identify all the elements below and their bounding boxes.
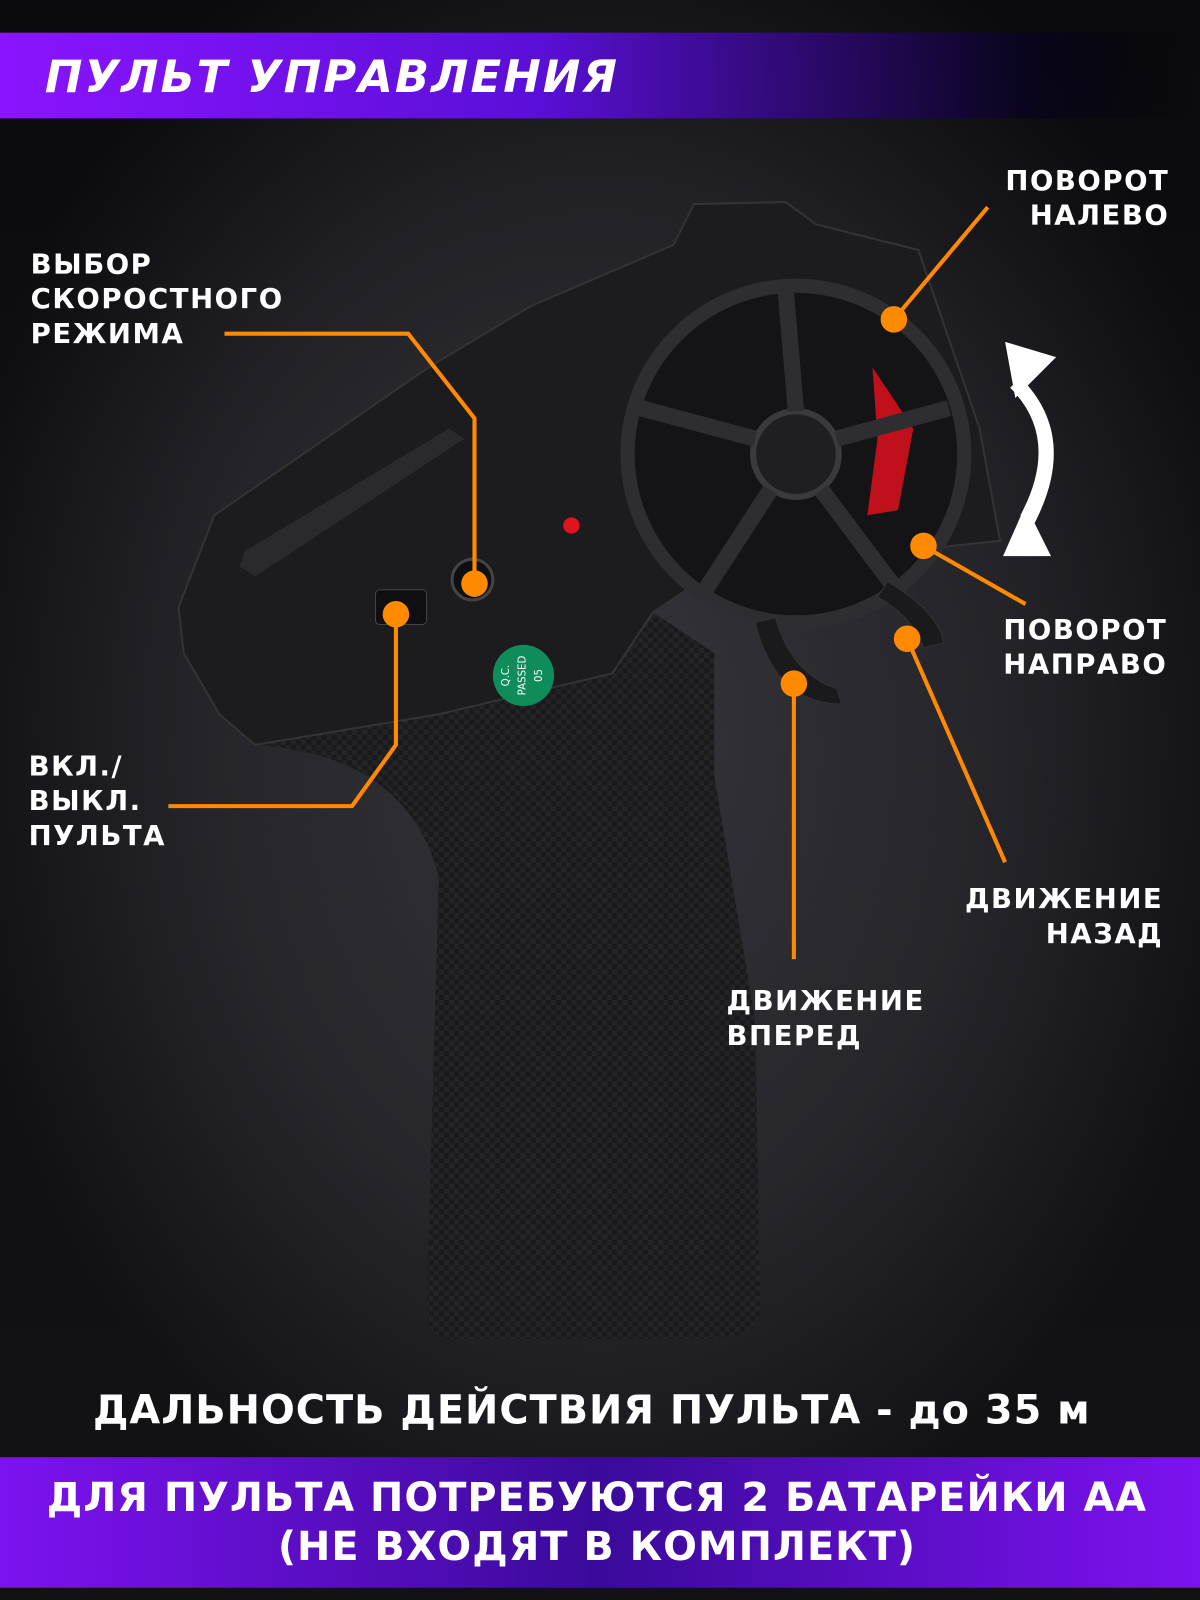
callout-label: ПОВОРОТ (1003, 614, 1167, 646)
callout-turn-right: ПОВОРОТ НАПРАВО (910, 532, 1167, 680)
controller-panel (239, 428, 465, 577)
callout-label: НАЗАД (1046, 918, 1163, 950)
sticker-text: 05 (534, 669, 545, 682)
callout-speed-mode: ВЫБОР СКОРОСТНОГО РЕЖИМА (31, 248, 488, 597)
callout-label: ДВИЖЕНИЕ (727, 985, 925, 1017)
footer-banner (0, 1457, 1200, 1588)
callout-reverse: ДВИЖЕНИЕ НАЗАД (893, 625, 1163, 950)
callout-label: ВЫКЛ. (29, 785, 142, 817)
range-text: ДАЛЬНОСТЬ ДЕЙСТВИЯ ПУЛЬТА - до 35 м (93, 1386, 1091, 1433)
sticker-text: Q.C. (501, 665, 512, 687)
sticker-text: PASSED (518, 656, 529, 696)
callout-label: СКОРОСТНОГО (31, 283, 284, 315)
brake-trigger[interactable] (876, 580, 945, 649)
throttle-trigger[interactable] (754, 616, 843, 705)
qc-sticker (492, 644, 555, 707)
callout-label: ВЫБОР (31, 248, 153, 280)
callout-label: ВКЛ./ (29, 751, 124, 783)
callout-label: ВПЕРЕД (727, 1020, 863, 1052)
footer-line-2: (НЕ ВХОДЯТ В КОМПЛЕКТ) (278, 1524, 916, 1570)
power-led (563, 517, 580, 534)
header-banner (0, 32, 1200, 119)
callout-forward: ДВИЖЕНИЕ ВПЕРЕД (727, 670, 925, 1052)
callout-label: ПОВОРОТ (1005, 165, 1169, 197)
callout-power: ВКЛ./ ВЫКЛ. ПУЛЬТА (29, 601, 410, 852)
callout-label: НАПРАВО (1003, 648, 1167, 680)
callout-label: РЕЖИМА (31, 318, 185, 350)
callout-label: ДВИЖЕНИЕ (965, 883, 1163, 915)
callout-label: ПУЛЬТА (29, 820, 166, 852)
callout-turn-left: ПОВОРОТ НАЛЕВО (880, 165, 1170, 333)
controller-grip (255, 612, 761, 1339)
page-title: ПУЛЬТ УПРАВЛЕНИЯ (45, 50, 619, 103)
footer-line-1: ДЛЯ ПУЛЬТА ПОТРЕБУЮТСЯ 2 БАТАРЕЙКИ АА (47, 1474, 1147, 1521)
callout-label: НАЛЕВО (1030, 199, 1170, 231)
rotate-arrow-icon (1003, 341, 1057, 557)
steering-wheel[interactable] (620, 278, 972, 630)
